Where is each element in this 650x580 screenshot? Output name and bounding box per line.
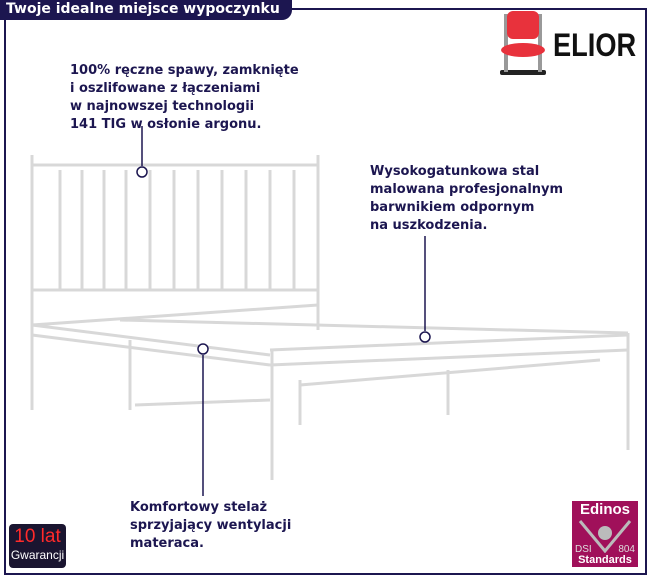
chair-icon: [500, 11, 546, 75]
checkmark-icon: [578, 520, 632, 553]
certificate-badge: Edinos DSI 804 Standards: [572, 501, 638, 567]
certificate-right: 804: [618, 544, 635, 555]
warranty-years: 10 lat: [14, 526, 61, 547]
annotation-slats: Komfortowy stelaż sprzyjający wentylacji…: [130, 500, 292, 551]
certificate-brand: Edinos: [579, 501, 630, 518]
annotation-welds: 100% ręczne spawy, zamknięte i oszlifowa…: [70, 63, 299, 132]
brand-logo: ELIOR: [553, 27, 637, 63]
warranty-badge: 10 lat Gwarancji: [9, 524, 66, 568]
frame-border: [4, 8, 647, 575]
certificate-left: DSI: [575, 544, 592, 555]
warranty-label: Gwarancji: [10, 548, 65, 562]
annotation-steel: Wysokogatunkowa stal malowana profesjona…: [370, 164, 564, 233]
certificate-label: Standards: [578, 554, 632, 566]
header-title: Twoje idealne miejsce wypoczynku: [0, 0, 292, 20]
